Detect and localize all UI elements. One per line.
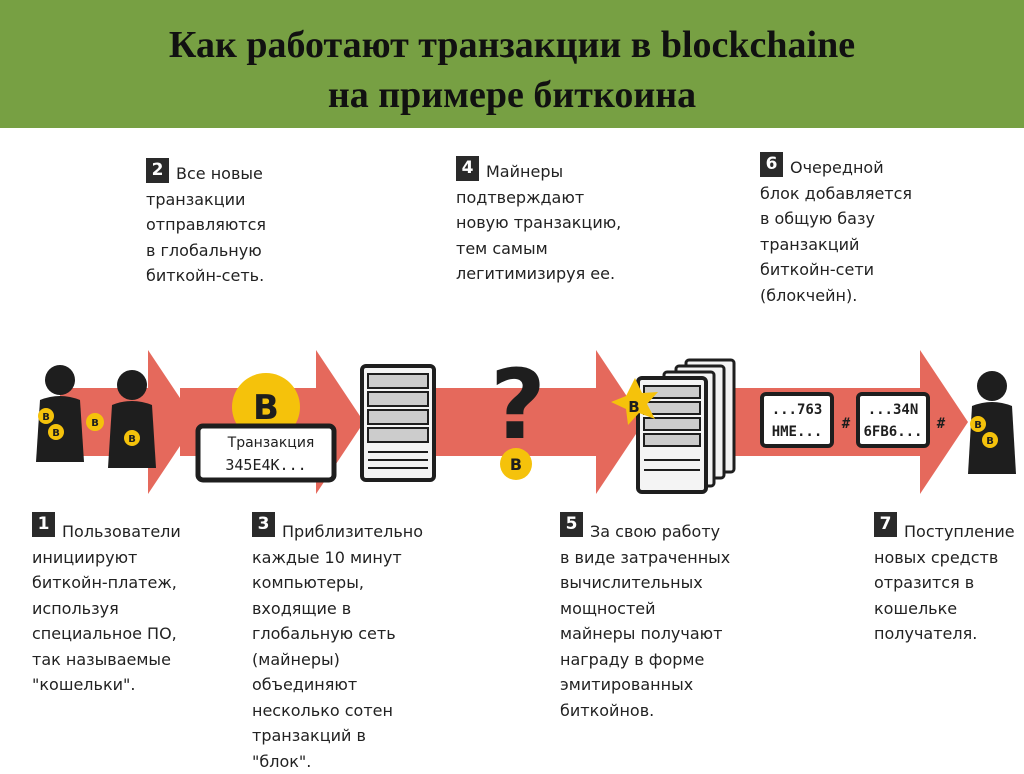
title-line-1: Как работают транзакции в blockchaine	[168, 24, 856, 66]
step-1-number: 1	[32, 512, 55, 537]
step-1-text: Пользователи инициируют биткойн-платеж, …	[32, 522, 181, 694]
flow-arrow-4	[720, 350, 968, 494]
step-3-number: 3	[252, 512, 275, 537]
transaction-card: Транзакция 345E4K...	[195, 423, 337, 483]
mining-servers-icon	[636, 358, 736, 494]
sender-person-icon: B B	[36, 365, 84, 462]
recipient-person-icon: B B	[968, 371, 1016, 474]
step-7-text: Поступление новых средств отразится в ко…	[874, 522, 1015, 643]
hash-link-1: #	[842, 416, 851, 432]
flow-arrow-3	[420, 350, 644, 494]
server-icon	[360, 364, 436, 482]
step-7-number: 7	[874, 512, 897, 537]
svg-text:B: B	[91, 418, 99, 429]
svg-text:B: B	[510, 455, 522, 474]
svg-text:B: B	[253, 388, 279, 428]
title-line-2: на примере биткоина	[327, 74, 697, 116]
block-card-2: ...34N 6FB6...	[856, 392, 930, 448]
svg-text:B: B	[52, 428, 60, 439]
transfer-coin-icon: B	[86, 413, 104, 431]
step-5-number: 5	[560, 512, 583, 537]
step-4-number: 4	[456, 156, 479, 181]
svg-text:B: B	[974, 420, 982, 431]
svg-text:B: B	[128, 434, 136, 445]
transaction-label: Транзакция	[227, 435, 315, 451]
hash-link-2: #	[937, 416, 946, 432]
svg-text:...763: ...763	[772, 402, 823, 418]
svg-text:B: B	[628, 398, 639, 416]
page-title: Как работают транзакции в blockchaine на…	[0, 20, 1024, 120]
question-icon: ? B	[490, 349, 546, 480]
svg-text:B: B	[42, 412, 50, 423]
step-2-number: 2	[146, 158, 169, 183]
step-3-text: Приблизительно каждые 10 минут компьютер…	[252, 522, 424, 771]
svg-text:6FB6...: 6FB6...	[863, 424, 922, 440]
step-2-text: Все новые транзакции отправляются в глоб…	[146, 164, 267, 285]
title-banner	[0, 0, 1024, 128]
svg-text:?: ?	[490, 349, 546, 461]
step-4-text: Майнеры подтверждают новую транзакцию, т…	[456, 162, 622, 283]
transaction-code: 345E4K...	[225, 456, 306, 474]
step-6-text: Очередной блок добавляется в общую базу …	[760, 158, 913, 305]
star-burst-icon: B	[611, 378, 658, 425]
svg-text:HME...: HME...	[772, 424, 823, 440]
block-card-1: ...763 HME...	[760, 392, 834, 448]
step-6-number: 6	[760, 152, 783, 177]
receiver-person-icon: B	[108, 370, 156, 468]
step-5-text: За свою работу в виде затраченных вычисл…	[560, 522, 731, 720]
svg-text:B: B	[986, 436, 994, 447]
svg-text:...34N: ...34N	[868, 402, 919, 418]
